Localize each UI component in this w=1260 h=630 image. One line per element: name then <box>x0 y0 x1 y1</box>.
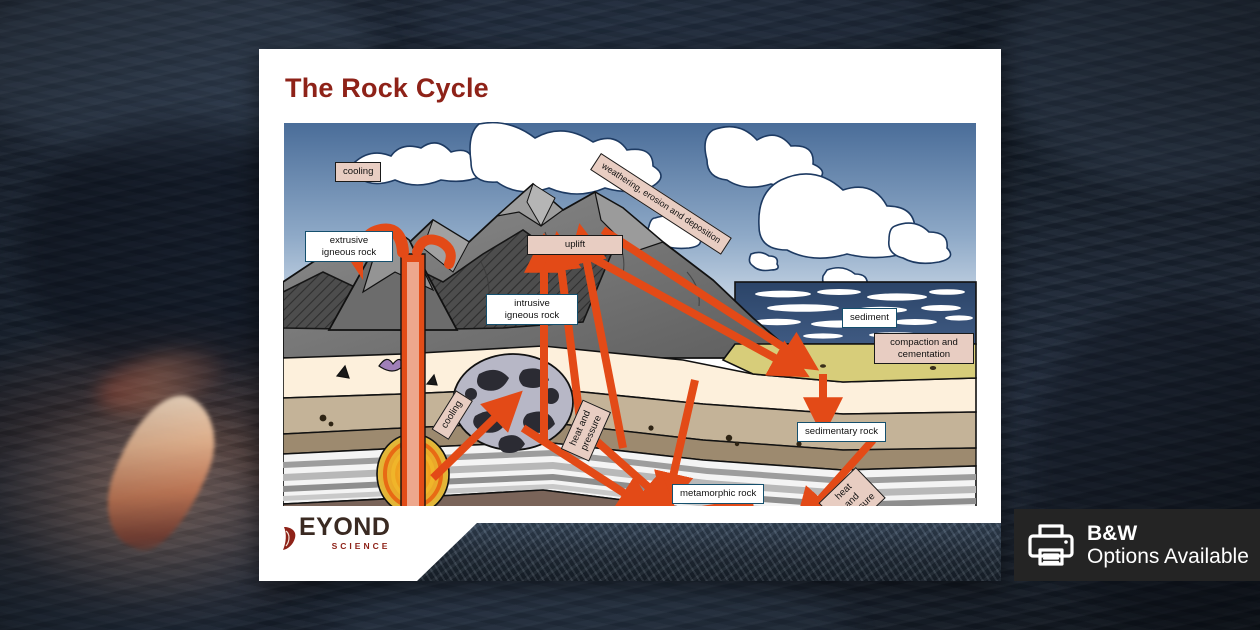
worksheet-card: The Rock Cycle <box>259 49 1001 581</box>
bw-badge-text: B&W Options Available <box>1087 522 1249 569</box>
logo-subtitle: SCIENCE <box>331 541 391 551</box>
bw-badge-line1: B&W <box>1087 521 1138 545</box>
printer-icon <box>1028 524 1074 566</box>
page-title: The Rock Cycle <box>285 73 489 103</box>
photo-wedge-texture <box>417 523 1001 581</box>
label-cooling-top: cooling <box>335 162 382 182</box>
bw-badge-line2: Options Available <box>1087 544 1249 568</box>
logo-wordmark: EYOND <box>299 513 391 541</box>
stylized-b-icon <box>283 526 296 550</box>
label-sediment: sediment <box>842 308 897 328</box>
label-metamorphic-rock: metamorphic rock <box>672 484 765 504</box>
bw-options-badge: B&W Options Available <box>1014 509 1260 581</box>
beyond-science-logo: EYOND SCIENCE <box>281 515 390 551</box>
label-sedimentary-rock: sedimentary rock <box>797 422 887 442</box>
photo-wedge-overlay <box>417 523 1001 581</box>
logo-mark-icon <box>281 526 298 551</box>
label-uplift: uplift <box>527 235 623 255</box>
